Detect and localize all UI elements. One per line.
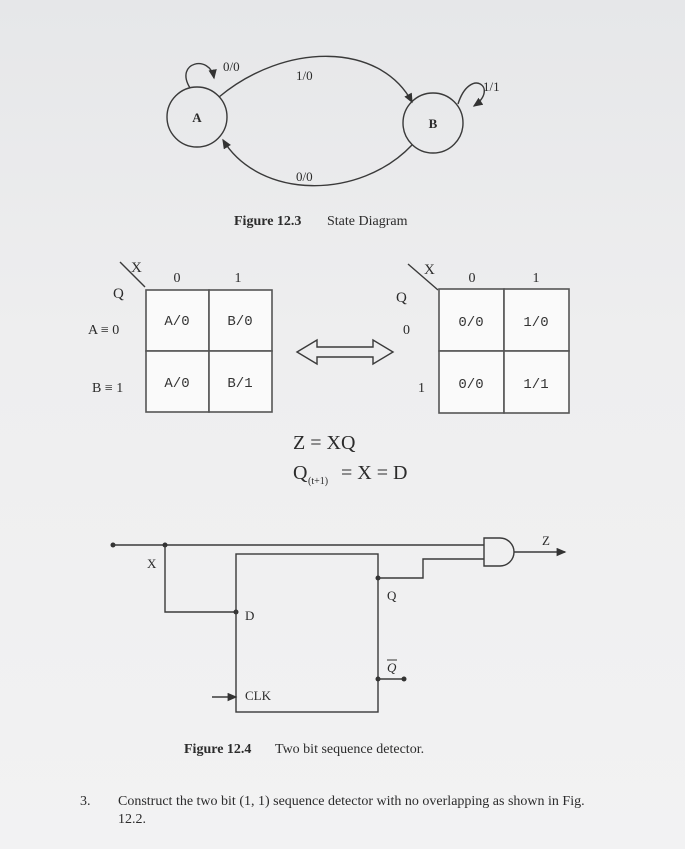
transition-b-self-label: 1/1	[483, 79, 500, 94]
question-text-line-2: 12.2.	[118, 812, 146, 827]
state-a-circle	[166, 86, 228, 148]
binary-table-cell-text: 0/0	[458, 315, 483, 331]
binary-table-cell-text: 0/0	[458, 377, 483, 393]
state-diagram: A B 0/0 1/0 1/1 0/0 Figure 12.3 State Di…	[166, 55, 500, 229]
state-b-circle	[402, 92, 464, 154]
d-flip-flop-box	[235, 553, 379, 713]
transition-b-to-a-label: 0/0	[296, 169, 313, 184]
q-bar-terminal	[401, 676, 407, 682]
state-table-cell	[208, 289, 273, 352]
figure-12-3-caption-label: Figure 12.3	[234, 214, 301, 229]
figure-12-4-caption-label: Figure 12.4	[184, 742, 251, 757]
state-table-cell-text: A/0	[164, 376, 189, 392]
state-table-cell-text: B/1	[227, 376, 252, 392]
equivalence-double-arrow-icon	[295, 338, 395, 366]
q-bar-output-label: Q	[387, 660, 397, 675]
transition-a-to-b-arc	[218, 55, 413, 104]
figure-12-3-caption-text: State Diagram	[327, 214, 408, 229]
transition-a-to-b-label: 1/0	[296, 68, 313, 83]
state-table-cell	[145, 350, 210, 413]
q-output-label: Q	[387, 588, 397, 603]
binary-table-col-1: 1	[533, 271, 540, 286]
state-table: X Q 0 1 A ≡ 0 B ≡ 1 A/0 B/0 A/0 B/1	[88, 260, 273, 413]
figure-12-4-caption-text: Two bit sequence detector.	[275, 742, 424, 757]
binary-table-cell-text: 1/1	[523, 377, 548, 393]
and-gate-icon	[483, 537, 515, 567]
equation-q-lhs: Q	[293, 462, 308, 484]
x-to-d-wire	[164, 545, 236, 613]
state-table-cell-text: B/0	[227, 314, 252, 330]
state-table-x-label: X	[131, 260, 142, 276]
transition-a-self-label: 0/0	[223, 59, 240, 74]
equation-q-subscript: (t+1)	[308, 476, 328, 487]
binary-table-col-0: 0	[469, 271, 476, 286]
binary-table-row-1: 1	[418, 381, 425, 396]
binary-table-cell	[438, 350, 505, 414]
binary-table-cell-text: 1/0	[523, 315, 548, 331]
binary-table-diagonal	[407, 263, 439, 291]
binary-table: X Q 0 1 0 1 0/0 1/0 0/0 1/1	[396, 262, 570, 414]
binary-table-q-label: Q	[396, 290, 407, 306]
state-table-col-0: 0	[174, 271, 181, 286]
equation-z: Z = XQ	[293, 432, 356, 454]
z-output-label: Z	[542, 533, 550, 548]
state-table-row-0: A ≡ 0	[88, 323, 119, 338]
state-table-diagonal	[119, 261, 146, 288]
equation-q-rhs: = X = D	[341, 462, 407, 484]
state-a-label: A	[192, 110, 202, 125]
state-table-cell	[145, 289, 210, 352]
state-table-row-1: B ≡ 1	[92, 381, 123, 396]
binary-table-cell	[503, 350, 570, 414]
state-table-col-1: 1	[235, 271, 242, 286]
transition-a-self-arc	[185, 62, 217, 89]
state-b-label: B	[429, 116, 438, 131]
transition-b-self-arc	[457, 82, 485, 107]
state-table-q-label: Q	[113, 286, 124, 302]
state-table-cell	[208, 350, 273, 413]
circuit-diagram: X D Q Q CLK Z Figure 12.4 Two bit sequen…	[110, 533, 567, 757]
binary-table-row-0: 0	[403, 323, 410, 338]
question-text-line-1: Construct the two bit (1, 1) sequence de…	[118, 794, 585, 809]
transition-b-to-a-arc	[222, 138, 413, 187]
d-input-label: D	[245, 608, 254, 623]
q-to-and-wire	[378, 558, 484, 579]
clk-input-label: CLK	[245, 688, 272, 703]
question-number: 3.	[80, 794, 91, 809]
state-table-cell-text: A/0	[164, 314, 189, 330]
x-input-label: X	[147, 556, 157, 571]
binary-table-x-label: X	[424, 262, 435, 278]
